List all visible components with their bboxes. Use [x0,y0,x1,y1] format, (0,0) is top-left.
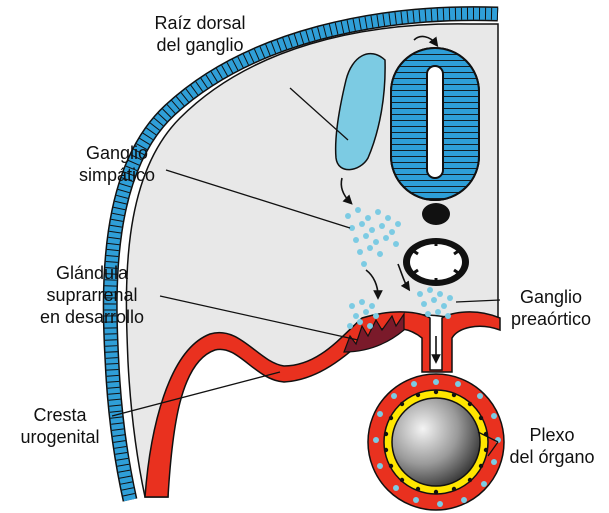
aorta [403,238,469,286]
label-glandula-line3: en desarrollo [22,306,162,328]
label-plexo-organo: Plexo del órgano [500,424,604,468]
label-raiz-dorsal-line2: del ganglio [130,34,270,56]
label-ganglio-simpatico-line2: simpático [62,164,172,186]
label-cresta-urogenital: Cresta urogenital [10,404,110,448]
notochord [422,203,450,225]
label-glandula-line2: suprarrenal [22,284,162,306]
label-cresta-line1: Cresta [10,404,110,426]
label-glandula-suprarrenal: Glándula suprarrenal en desarrollo [22,262,162,328]
label-ganglio-preaortico-line1: Ganglio [500,286,602,308]
label-ganglio-simpatico-line1: Ganglio [62,142,172,164]
label-cresta-line2: urogenital [10,426,110,448]
label-raiz-dorsal-line1: Raíz dorsal [130,12,270,34]
organ-cross-section [368,374,504,510]
label-glandula-line1: Glándula [22,262,162,284]
label-ganglio-preaortico-line2: preaórtico [500,308,602,330]
neural-tube [391,48,479,200]
label-ganglio-preaortico: Ganglio preaórtico [500,286,602,330]
label-plexo-line1: Plexo [500,424,604,446]
label-plexo-line2: del órgano [500,446,604,468]
label-ganglio-simpatico: Ganglio simpático [62,142,172,186]
label-raiz-dorsal: Raíz dorsal del ganglio [130,12,270,56]
